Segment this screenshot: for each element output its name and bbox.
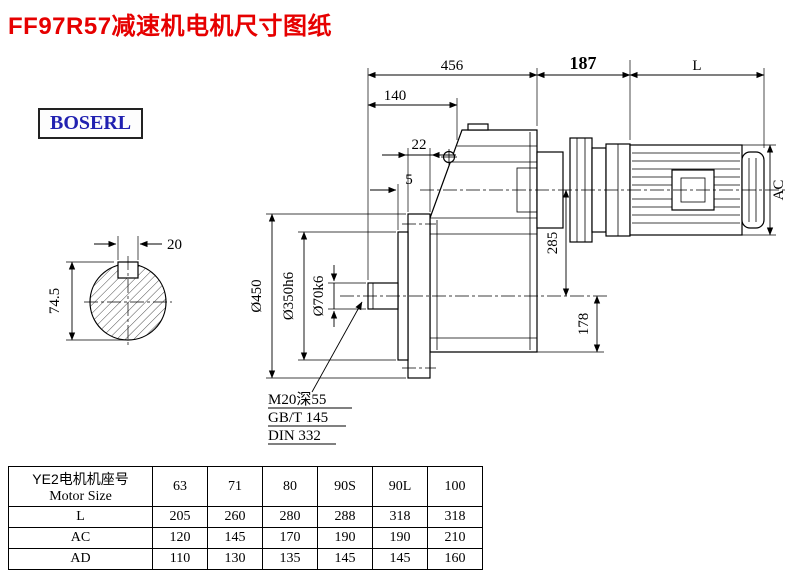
table-cell: 210 <box>427 527 483 549</box>
dimension-drawing: 456 187 L 140 22 5 20 74.5 Ø450 Ø350h6 Ø… <box>47 53 787 445</box>
table-cell: 145 <box>317 548 373 570</box>
table-cell: 318 <box>372 506 428 528</box>
dia-350-label: Ø350h6 <box>281 271 297 320</box>
dim-285-label: 285 <box>545 232 561 255</box>
dim-L-label: L <box>692 58 701 74</box>
table-header-motor-size: YE2电机机座号 Motor Size <box>8 466 153 507</box>
dim-20-label: 20 <box>167 237 182 253</box>
dimension-labels: 456 187 L 140 22 5 20 74.5 Ø450 Ø350h6 Ø… <box>47 53 787 335</box>
table-cell: 120 <box>152 527 208 549</box>
table-cell: 145 <box>207 527 263 549</box>
table-header-en: Motor Size <box>49 488 112 504</box>
dim-5-label: 5 <box>405 172 413 188</box>
table-cell: 260 <box>207 506 263 528</box>
row-label: AC <box>8 527 153 549</box>
table-size-col: 80 <box>262 466 318 507</box>
dim-187-label: 187 <box>570 53 597 73</box>
table-row-AC: AC 120 145 170 190 190 210 <box>8 527 483 549</box>
dimension-lines <box>68 71 774 393</box>
housing-bolt-icon <box>441 149 457 165</box>
table-header-row: YE2电机机座号 Motor Size 63 71 80 90S 90L 100 <box>8 466 483 507</box>
motor-size-table: YE2电机机座号 Motor Size 63 71 80 90S 90L 100… <box>8 466 483 570</box>
brand-logo: BOSERL <box>38 108 144 139</box>
table-cell: 130 <box>207 548 263 570</box>
row-label: L <box>8 506 153 528</box>
table-cell: 160 <box>427 548 483 570</box>
tap-note-line1: M20深55 <box>268 391 326 408</box>
dim-178-label: 178 <box>576 313 592 336</box>
tap-note-line2: GB/T 145 <box>268 410 328 426</box>
dim-AC-label: AC <box>771 180 787 201</box>
tapped-hole-note: M20深55 GB/T 145 DIN 332 <box>268 391 352 445</box>
table-cell: 280 <box>262 506 318 528</box>
table-header-cn: YE2电机机座号 <box>32 470 129 487</box>
table-row-L: L 205 260 280 288 318 318 <box>8 506 483 528</box>
dia-70-label: Ø70k6 <box>311 275 327 316</box>
table-size-col: 63 <box>152 466 208 507</box>
table-cell: 170 <box>262 527 318 549</box>
row-label: AD <box>8 548 153 570</box>
table-size-col: 90S <box>317 466 373 507</box>
table-cell: 318 <box>427 506 483 528</box>
dim-74-5-label: 74.5 <box>47 288 63 314</box>
dim-22-label: 22 <box>412 137 427 153</box>
page-title: FF97R57减速机电机尺寸图纸 <box>8 13 333 40</box>
dim-140-label: 140 <box>384 88 407 104</box>
table-size-col: 90L <box>372 466 428 507</box>
table-cell: 110 <box>152 548 208 570</box>
table-size-col: 71 <box>207 466 263 507</box>
table-cell: 190 <box>317 527 373 549</box>
gearbox-housing <box>429 123 538 353</box>
dia-450-label: Ø450 <box>249 279 265 312</box>
dim-456-label: 456 <box>441 58 464 74</box>
table-cell: 145 <box>372 548 428 570</box>
table-size-col: 100 <box>427 466 483 507</box>
table-cell: 135 <box>262 548 318 570</box>
table-cell: 288 <box>317 506 373 528</box>
table-cell: 205 <box>152 506 208 528</box>
table-row-AD: AD 110 130 135 145 145 160 <box>8 548 483 570</box>
table-cell: 190 <box>372 527 428 549</box>
tap-note-line3: DIN 332 <box>268 428 321 444</box>
